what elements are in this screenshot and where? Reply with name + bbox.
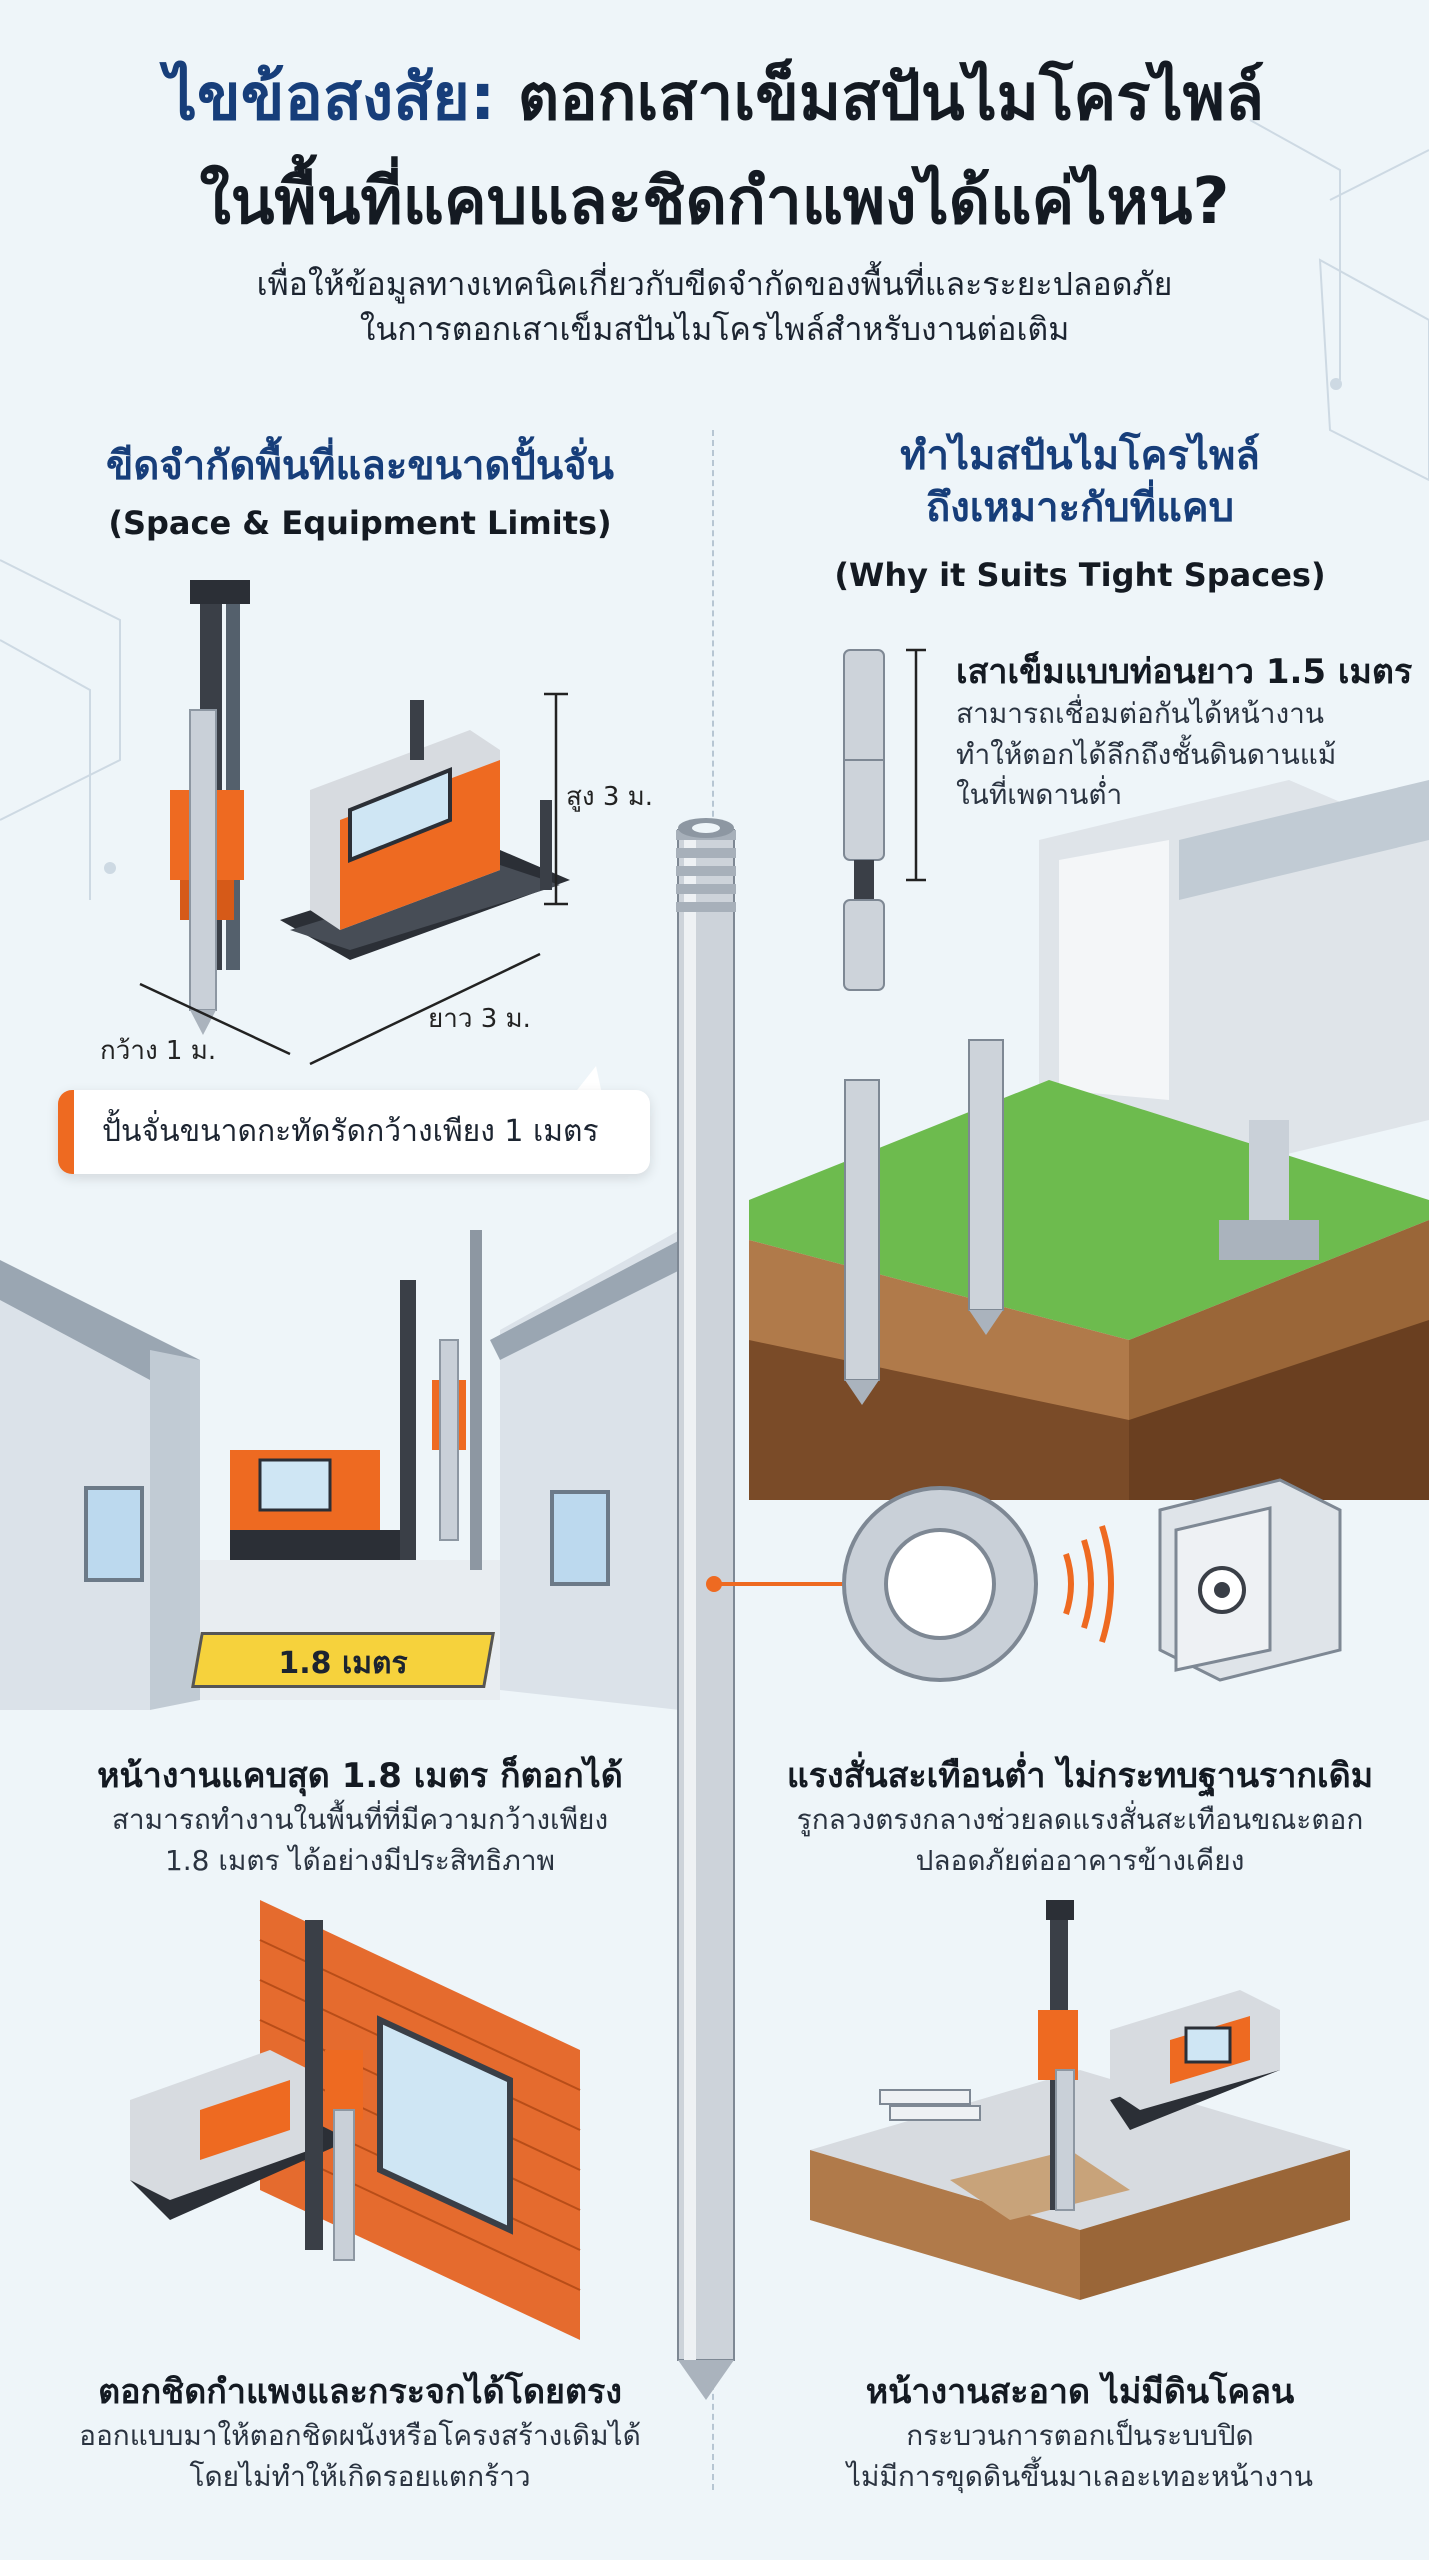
narrow-site-heading: หน้างานแคบสุด 1.8 เมตร ก็ตอกได้ [97,1756,623,1796]
segmented-pile-illustration [843,648,926,991]
right-section-subtitle: (Why it Suits Tight Spaces) [834,556,1326,594]
clean-site-body: กระบวนการตอกเป็นระบบปิด ไม่มีการขุดดินขึ… [740,2416,1420,2497]
left-section-subtitle: (Space & Equipment Limits) [108,504,612,542]
center-pile-illustration [676,818,736,2400]
clean-site-body-line2: ไม่มีการขุดดินขึ้นมาเลอะเทอะหน้างาน [846,2459,1314,2493]
vibration-body-line1: รูกลวงตรงกลางช่วยลดแรงสั่นสะเทือนขณะตอก [796,1803,1364,1836]
pile-segment-body-line1: สามารถเชื่อมต่อกันได้หน้างาน [956,697,1325,730]
narrow-site-body-line2: 1.8 เมตร ได้อย่างมีประสิทธิภาพ [164,1843,556,1877]
dim-length-label: ยาว 3 ม. [428,1004,531,1034]
ground-section-illustration [749,780,1429,1500]
right-title-line2: ถึงเหมาะกับที่แคบ [925,485,1234,531]
wall-body-line2: โดยไม่ทำให้เกิดรอยแตกร้าว [189,2459,531,2493]
vibration-illustration [842,1478,1342,1682]
pile-segment-body-line2: ทำให้ตอกได้ลึกถึงชั้นดินดานแม้ [956,737,1337,771]
brick-wall-illustration [130,1900,581,2340]
dim-width-label: กว้าง 1 ม. [100,1036,217,1066]
right-section-title: ทำไมสปันไมโครไพล์ ถึงเหมาะกับที่แคบ [740,430,1420,534]
page-title-prefix: ไขข้อสงสัย: [164,61,496,135]
measure-label: 1.8 เมตร [278,1646,408,1681]
pile-segment-body-line3: ในที่เพดานต่ำ [956,778,1123,812]
page-title-main: ตอกเสาเข็มสปันไมโครไพล์ [495,61,1265,135]
vibration-heading: แรงสั่นสะเทือนต่ำ ไม่กระทบฐานรากเดิม [786,1756,1374,1796]
dimension-lines [139,692,568,1066]
wall-body: ออกแบบมาให้ตอกชิดผนังหรือโครงสร้างเดิมได… [20,2416,700,2497]
clean-site-heading: หน้างานสะอาด ไม่มีดินโคลน [865,2372,1295,2412]
page-subtitle: เพื่อให้ข้อมูลทางเทคนิคเกี่ยวกับขีดจำกัด… [120,262,1309,352]
narrow-site-illustration [0,1230,680,1710]
narrow-site-body-line1: สามารถทำงานในพื้นที่ที่มีความกว้างเพียง [111,1803,609,1836]
connector-line [706,1576,856,1592]
vibration-body-line2: ปลอดภัยต่ออาคารข้างเคียง [915,1843,1245,1877]
rig-width-callout: ปั้นจั่นขนาดกะทัดรัดกว้างเพียง 1 เมตร [58,1090,650,1174]
right-title-line1: ทำไมสปันไมโครไพล์ [900,433,1260,479]
clean-site-body-line1: กระบวนการตอกเป็นระบบปิด [906,2419,1254,2452]
subtitle-line2: ในการตอกเสาเข็มสปันไมโครไพล์สำหรับงานต่อ… [359,309,1070,348]
compact-rig-illustration [170,580,570,1035]
subtitle-line1: เพื่อให้ข้อมูลทางเทคนิคเกี่ยวกับขีดจำกัด… [256,265,1173,303]
callout-pointer [574,1066,602,1094]
page-title-line2: ในพื้นที่แคบและชิดกำแพงได้แค่ไหน? [199,165,1230,239]
pile-segment-body: สามารถเชื่อมต่อกันได้หน้างาน ทำให้ตอกได้… [956,694,1416,816]
pile-segment-heading: เสาเข็มแบบท่อนยาว 1.5 เมตร [956,652,1413,692]
wall-body-line1: ออกแบบมาให้ตอกชิดผนังหรือโครงสร้างเดิมได… [79,2419,641,2452]
clean-site-illustration [810,1900,1350,2300]
page-title-line1: ไขข้อสงสัย: ตอกเสาเข็มสปันไมโครไพล์ [0,61,1429,136]
narrow-site-body: สามารถทำงานในพื้นที่ที่มีความกว้างเพียง … [20,1800,700,1881]
wall-heading: ตอกชิดกำแพงและกระจกได้โดยตรง [98,2372,622,2412]
left-section-title: ขีดจำกัดพื้นที่และขนาดปั้นจั่น [106,443,614,489]
dim-height-label: สูง 3 ม. [566,782,654,812]
vibration-body: รูกลวงตรงกลางช่วยลดแรงสั่นสะเทือนขณะตอก … [740,1800,1420,1881]
